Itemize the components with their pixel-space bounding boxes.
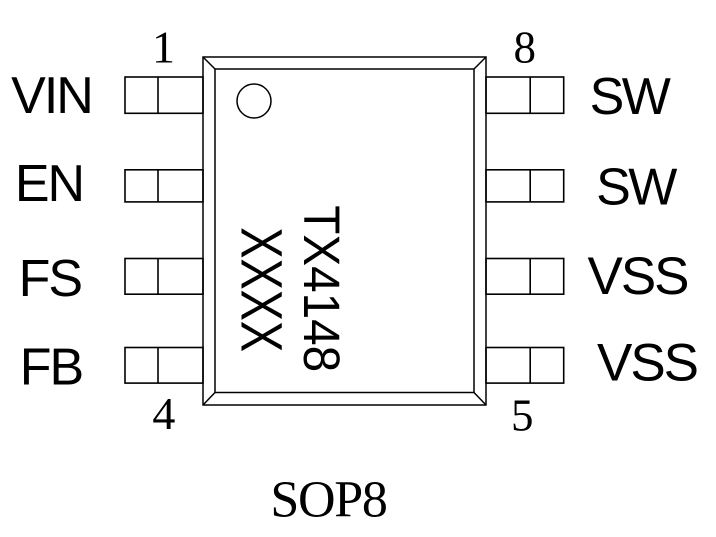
svg-text:VSS: VSS [597,334,697,393]
svg-text:1: 1 [152,22,175,73]
svg-text:TX4148: TX4148 [293,205,350,372]
svg-text:EN: EN [15,155,83,213]
svg-text:FB: FB [20,339,82,397]
svg-text:FS: FS [19,250,82,308]
svg-text:SW: SW [590,68,671,126]
svg-text:VIN: VIN [11,67,92,125]
svg-text:SOP8: SOP8 [270,472,386,529]
svg-text:XXXX: XXXX [229,227,294,352]
svg-text:VSS: VSS [587,247,687,306]
svg-text:5: 5 [511,390,534,440]
svg-text:SW: SW [596,159,677,217]
svg-text:8: 8 [513,22,536,72]
svg-text:4: 4 [152,388,175,439]
